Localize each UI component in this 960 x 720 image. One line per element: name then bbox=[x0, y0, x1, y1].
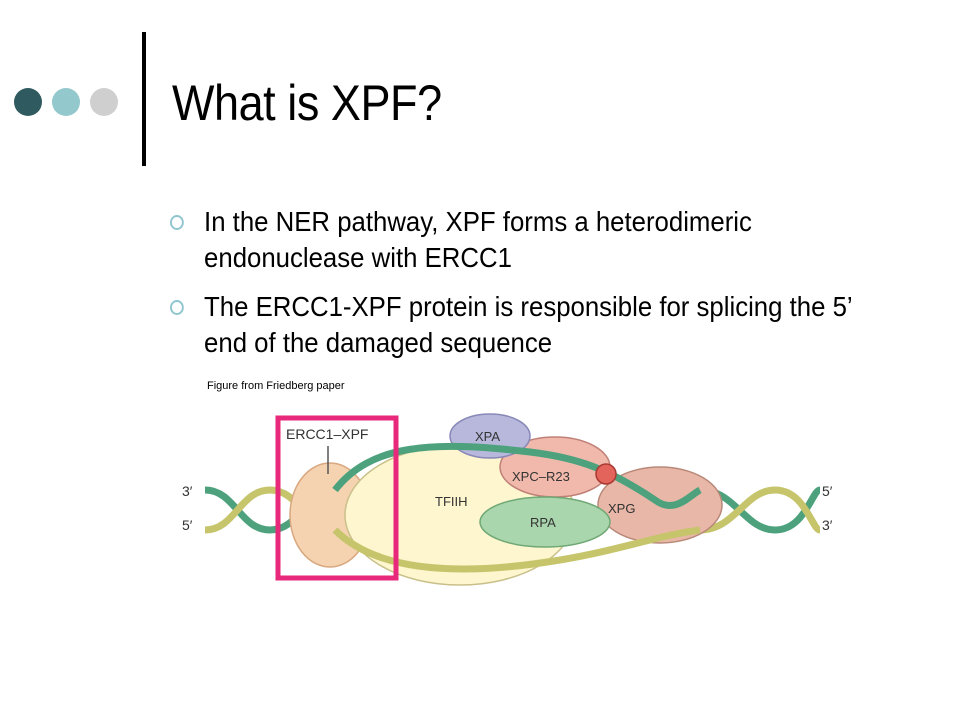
slide-title: What is XPF? bbox=[172, 75, 442, 131]
title-divider bbox=[142, 32, 146, 166]
bullet-ring-icon bbox=[170, 300, 184, 315]
decorative-dots bbox=[14, 88, 118, 116]
ercc1-xpf-highlight-box bbox=[275, 415, 399, 581]
dot-grey bbox=[90, 88, 118, 116]
label-strand-right-bottom: 3′ bbox=[822, 517, 833, 533]
figure-caption: Figure from Friedberg paper bbox=[207, 380, 345, 392]
label-xpa: XPA bbox=[475, 429, 500, 444]
lesion-icon bbox=[595, 463, 617, 485]
bullet-item: In the NER pathway, XPF forms a heterodi… bbox=[170, 204, 866, 276]
label-strand-right-top: 5′ bbox=[822, 483, 833, 499]
label-strand-left-bottom: 5′ bbox=[182, 517, 193, 533]
label-rpa: RPA bbox=[530, 515, 556, 530]
label-tfiih: TFIIH bbox=[435, 494, 468, 509]
label-strand-left-top: 3′ bbox=[182, 483, 193, 499]
label-ercc1-xpf: ERCC1–XPF bbox=[286, 426, 368, 442]
bullet-text: The ERCC1-XPF protein is responsible for… bbox=[204, 291, 852, 358]
bullet-item: The ERCC1-XPF protein is responsible for… bbox=[170, 289, 866, 361]
unwound-strands bbox=[332, 442, 702, 573]
bullet-text: In the NER pathway, XPF forms a heterodi… bbox=[204, 206, 752, 273]
label-xpg: XPG bbox=[608, 501, 635, 516]
label-xpc: XPC–R23 bbox=[512, 469, 570, 484]
rpa-shape bbox=[479, 496, 611, 548]
dna-helix-right bbox=[699, 486, 822, 534]
bullet-ring-icon bbox=[170, 215, 184, 230]
dot-teal bbox=[52, 88, 80, 116]
bullet-list: In the NER pathway, XPF forms a heterodi… bbox=[170, 204, 870, 374]
dot-dark bbox=[14, 88, 42, 116]
